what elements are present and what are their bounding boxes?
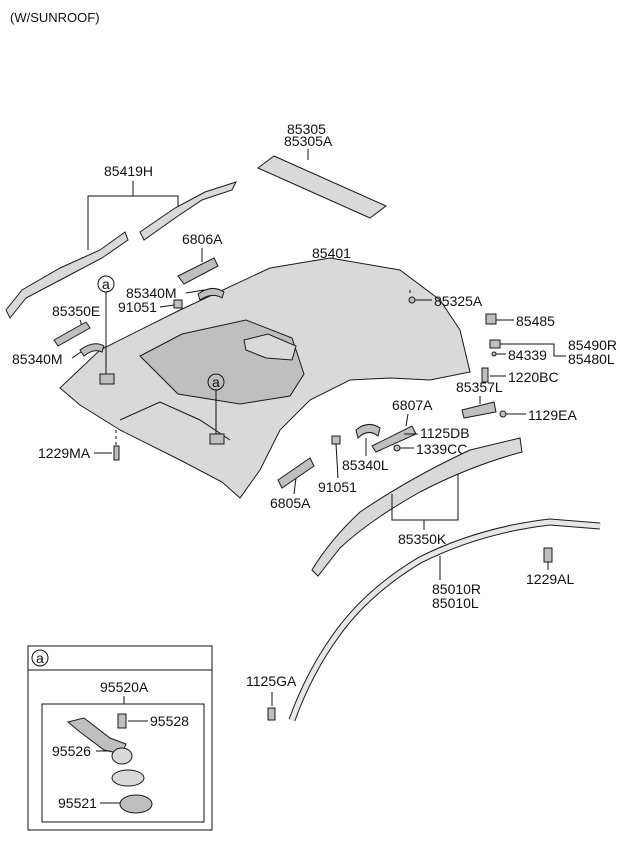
- part-85350K-trim: [311, 437, 523, 577]
- label-95521: 95521: [58, 795, 97, 811]
- label-95528: 95528: [150, 713, 189, 729]
- label-95520A: 95520A: [100, 679, 149, 695]
- label-6806A: 6806A: [182, 231, 223, 247]
- part-91051-bottom: [331, 435, 341, 445]
- part-85305-pad: [257, 155, 387, 219]
- label-85340M-left: 85340M: [12, 351, 63, 367]
- lamp-socket-center: [209, 433, 225, 445]
- part-1229MA-screw: [113, 445, 120, 461]
- part-1220BC-screw: [481, 367, 489, 383]
- leader-91051-top: [159, 304, 175, 308]
- leader-85350K: [391, 474, 459, 521]
- part-91051-top: [173, 299, 183, 309]
- label-6805A: 6805A: [270, 495, 311, 511]
- callout-a-center: a: [212, 374, 220, 390]
- label-91051-bottom: 91051: [318, 479, 357, 495]
- part-85419H-rail-left: [5, 231, 129, 319]
- part-95528-screw: [117, 713, 127, 729]
- label-85419H: 85419H: [104, 163, 153, 179]
- part-1129EA: [499, 410, 507, 418]
- inset-box: [27, 645, 213, 831]
- label-85010L: 85010L: [432, 595, 479, 611]
- label-85357L: 85357L: [456, 379, 503, 395]
- leader-85340M-top: [185, 289, 205, 294]
- label-1229AL: 1229AL: [526, 571, 574, 587]
- part-85340L: [355, 424, 381, 439]
- label-85010R: 85010R: [432, 581, 481, 597]
- headliner-rib: [119, 401, 231, 441]
- part-1229AL: [543, 547, 553, 563]
- part-95521-lens: [119, 794, 153, 814]
- part-84339: [491, 351, 497, 357]
- label-85305A: 85305A: [284, 133, 333, 149]
- label-1125GA: 1125GA: [246, 673, 297, 689]
- diagram-title: (W/SUNROOF): [10, 10, 100, 25]
- label-85340M-top: 85340M: [126, 285, 177, 301]
- lamp-socket-left: [99, 373, 115, 385]
- label-84339: 84339: [508, 347, 547, 363]
- inset-inner-box: [41, 703, 205, 823]
- label-85485: 85485: [516, 313, 555, 329]
- headliner-sunroof-handle-area: [243, 333, 297, 361]
- label-95526: 95526: [52, 743, 91, 759]
- label-85305: 85305: [287, 121, 326, 137]
- leader-6805A: [293, 477, 297, 495]
- part-85340M-left: [79, 343, 105, 357]
- part-85350E: [53, 321, 91, 347]
- label-1129EA: 1129EA: [528, 407, 577, 423]
- part-1125GA-bolt: [267, 707, 276, 721]
- inset-callout-circle: [31, 649, 49, 667]
- part-85419H-rail-right: [139, 181, 237, 241]
- label-85350K: 85350K: [398, 531, 447, 547]
- label-1220BC: 1220BC: [508, 369, 559, 385]
- part-1339CC: [393, 444, 401, 452]
- part-85340M-top: [197, 288, 225, 301]
- part-95526-ring: [111, 769, 145, 787]
- label-85340L: 85340L: [342, 457, 389, 473]
- part-85357L: [461, 401, 497, 419]
- callout-a-left: a: [102, 276, 110, 292]
- label-91051-top: 91051: [118, 299, 157, 315]
- label-1229MA: 1229MA: [38, 445, 91, 461]
- label-6807A: 6807A: [392, 397, 433, 413]
- label-85490R: 85490R: [568, 337, 617, 353]
- part-95526-socket: [111, 747, 133, 765]
- label-1125DB: 1125DB: [420, 425, 470, 441]
- part-85485: [485, 313, 497, 325]
- leader-6807A: [405, 413, 409, 427]
- label-85480L: 85480L: [568, 351, 615, 367]
- inset-callout-a: a: [36, 650, 44, 666]
- part-85010-airbag: [289, 519, 601, 721]
- leader-85490R: [500, 343, 566, 357]
- part-6806A-bracket: [177, 257, 219, 285]
- label-85401: 85401: [312, 245, 351, 261]
- label-85325A: 85325A: [434, 293, 483, 309]
- part-85490R: [489, 339, 501, 349]
- label-1339CC: 1339CC: [416, 441, 467, 457]
- leader-91051-bottom: [335, 443, 339, 479]
- part-6805A-bracket: [277, 457, 315, 489]
- part-85325A-clip: [408, 296, 416, 304]
- label-85350E: 85350E: [52, 303, 100, 319]
- part-85010-airbag-outline: [288, 518, 601, 722]
